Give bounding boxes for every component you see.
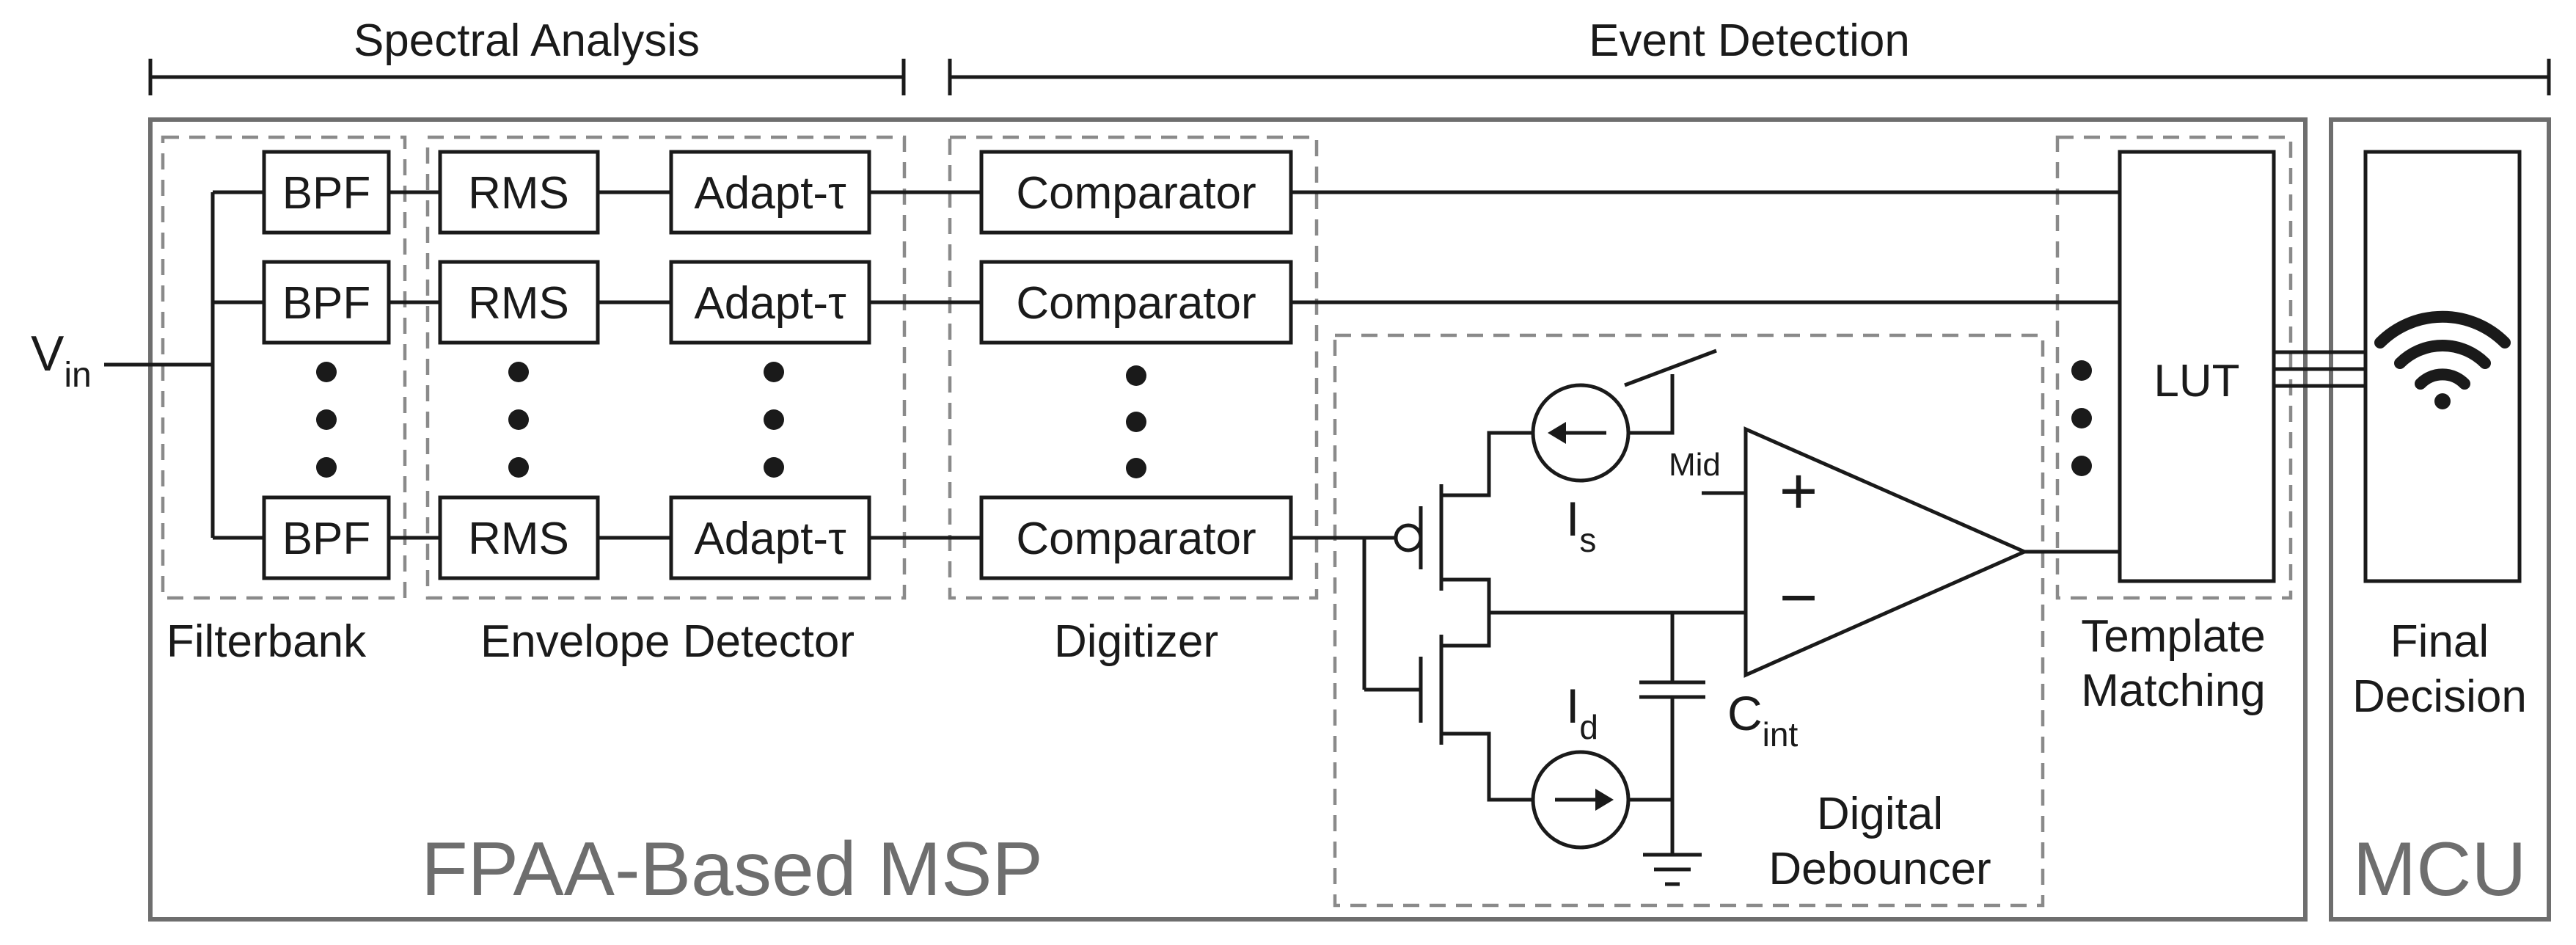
ellipsis-dots <box>316 360 2092 478</box>
bpf-block-2: BPF <box>262 260 391 345</box>
adapt-tau-block-2: Adapt-τ <box>669 260 871 345</box>
comparator-label: Comparator <box>1016 278 1256 329</box>
lut-block: LUT <box>2118 150 2276 583</box>
vin-label: Vin <box>31 326 92 395</box>
plus-sign: + <box>1779 455 1818 528</box>
adapt-tau-label: Adapt-τ <box>694 278 846 329</box>
adapt-tau-label: Adapt-τ <box>694 514 846 564</box>
final-decision-block <box>2363 150 2522 583</box>
final-label-line1: Final <box>2390 616 2489 667</box>
comparator-block-2: Comparator <box>979 260 1293 345</box>
fpaa-frame <box>148 117 2308 922</box>
bpf-label: BPF <box>282 514 371 564</box>
filterbank-label: Filterbank <box>167 616 367 667</box>
cint-label: Cint <box>1727 686 1798 754</box>
adapt-tau-block-1: Adapt-τ <box>669 150 871 235</box>
spectral-analysis-label: Spectral Analysis <box>354 15 700 66</box>
digitizer-label: Digitizer <box>1054 616 1218 667</box>
comparator-block-3: Comparator <box>979 495 1293 580</box>
rms-block-1: RMS <box>438 150 600 235</box>
section-event-detection: Event Detection <box>948 15 2551 95</box>
bpf-block-1: BPF <box>262 150 391 235</box>
digital-debouncer-group <box>1333 333 2045 908</box>
comparator-label: Comparator <box>1016 168 1256 219</box>
comparator-block-1: Comparator <box>979 150 1293 235</box>
id-label: Id <box>1566 679 1598 746</box>
final-label-line2: Decision <box>2352 671 2527 722</box>
rms-label: RMS <box>468 278 569 329</box>
rms-label: RMS <box>468 514 569 564</box>
minus-sign: − <box>1779 561 1818 635</box>
mcu-label: MCU <box>2353 827 2527 912</box>
pmos-gate-bubble <box>1394 523 1423 552</box>
is-label: Is <box>1566 492 1596 559</box>
debouncer-label-line2: Debouncer <box>1768 844 1991 894</box>
adapt-tau-label: Adapt-τ <box>694 168 846 219</box>
adapt-tau-block-3: Adapt-τ <box>669 495 871 580</box>
mcu-frame <box>2329 117 2551 922</box>
lut-label: LUT <box>2154 356 2239 406</box>
ground-icon <box>1643 853 1702 886</box>
bpf-label: BPF <box>282 168 371 219</box>
event-detection-label: Event Detection <box>1589 15 1910 66</box>
arrow-right-icon <box>1555 789 1614 811</box>
wifi-icon <box>2374 310 2511 409</box>
envelope-detector-group <box>425 135 907 600</box>
arrow-left-icon <box>1548 422 1606 444</box>
section-spectral-analysis: Spectral Analysis <box>148 15 906 95</box>
template-label-line1: Template <box>2081 611 2266 662</box>
bpf-label: BPF <box>282 278 371 329</box>
comparator-triangle <box>1743 426 2030 678</box>
envelope-detector-label: Envelope Detector <box>480 616 855 667</box>
digitizer-group <box>948 135 1319 600</box>
debouncer-circuit: Is Id Cint Mid + − <box>1362 349 2120 886</box>
mid-label: Mid <box>1669 447 1721 483</box>
fpaa-label: FPAA-Based MSP <box>421 827 1043 912</box>
template-label-line2: Matching <box>2081 665 2266 716</box>
switch-arm <box>1624 349 1717 387</box>
rms-block-3: RMS <box>438 495 600 580</box>
rms-label: RMS <box>468 168 569 219</box>
rms-block-2: RMS <box>438 260 600 345</box>
debouncer-label-line1: Digital <box>1817 789 1943 839</box>
filterbank-group <box>161 135 407 600</box>
bpf-block-3: BPF <box>262 495 391 580</box>
comparator-label: Comparator <box>1016 514 1256 564</box>
